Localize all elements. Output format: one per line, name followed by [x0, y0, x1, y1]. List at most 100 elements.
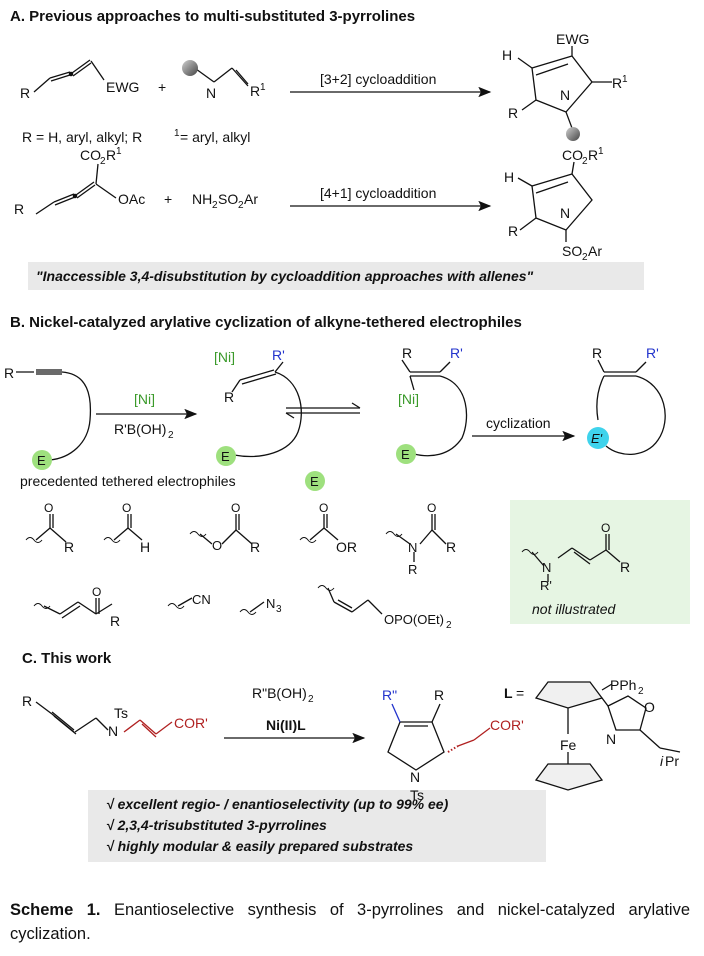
svg-text:H: H: [504, 169, 514, 185]
section-c-substrate: [35, 701, 109, 735]
svg-text:R: R: [250, 83, 260, 99]
electrophile-circles: [32, 427, 609, 491]
svg-text:R: R: [612, 75, 622, 91]
svg-text:COR': COR': [174, 715, 208, 731]
svg-text:E: E: [221, 449, 230, 464]
svg-text:Pr: Pr: [665, 753, 679, 769]
svg-text:[Ni]: [Ni]: [398, 391, 419, 407]
svg-text:R: R: [434, 687, 444, 703]
svg-text:OPO(OEt): OPO(OEt): [384, 612, 444, 627]
imine-structure: [195, 67, 249, 87]
svg-text:R: R: [106, 147, 116, 163]
scheme-drawing: R EWG + N R1 [3+2] cycloaddition EWG H R…: [4, 31, 681, 803]
section-b-title: B. Nickel-catalyzed arylative cyclizatio…: [10, 314, 522, 331]
svg-text:R: R: [14, 201, 24, 217]
reagent-ni: [Ni]: [134, 391, 155, 407]
svg-text:1: 1: [622, 74, 628, 85]
svg-text:N: N: [560, 205, 570, 221]
svg-text:COR': COR': [490, 717, 524, 733]
svg-text:R: R: [64, 539, 74, 555]
svg-text:N: N: [108, 723, 118, 739]
svg-text:3: 3: [276, 604, 282, 615]
svg-text:N: N: [410, 769, 420, 785]
svg-text:EWG: EWG: [556, 31, 589, 47]
svg-text:N: N: [206, 85, 216, 101]
e-prime-circle: [587, 427, 609, 449]
svg-text:O: O: [644, 699, 655, 715]
label-cyclization: cyclization: [486, 415, 551, 431]
svg-text:E: E: [37, 453, 46, 468]
svg-text:1: 1: [116, 146, 122, 157]
allyl-phosphate-fragment: [317, 585, 383, 615]
section-c-product-sidechain: [447, 727, 491, 753]
alkyne-substrate: [16, 369, 92, 461]
solid-support-ball-2: [566, 127, 580, 141]
svg-text:R: R: [508, 223, 518, 239]
svg-text:SO: SO: [218, 191, 238, 207]
not-illustrated-label: not illustrated: [532, 601, 616, 617]
svg-text:H: H: [502, 47, 512, 63]
allene-ewg-structure: [33, 59, 105, 93]
azide-fragment: [239, 601, 265, 615]
svg-text:E: E: [310, 474, 319, 489]
svg-text:R: R: [224, 389, 234, 405]
section-c-product: [387, 703, 445, 771]
svg-text:R': R': [272, 347, 285, 363]
svg-text:R: R: [508, 105, 518, 121]
svg-text:O: O: [231, 501, 240, 515]
cyclized-product: [596, 359, 666, 456]
svg-text:2: 2: [212, 200, 218, 211]
label-41-cycloaddition: [4+1] cycloaddition: [320, 185, 436, 201]
section-a-title: A. Previous approaches to multi-substitu…: [10, 8, 416, 25]
enaminone-fragment: [521, 534, 621, 582]
svg-text:R: R: [250, 539, 260, 555]
svg-text:Ts: Ts: [410, 787, 424, 803]
ester-o-fragment: [189, 514, 253, 545]
svg-text:1: 1: [598, 146, 604, 157]
svg-text:E': E': [591, 431, 603, 446]
svg-text:2: 2: [100, 156, 106, 167]
svg-text:1: 1: [260, 82, 266, 93]
svg-text:O: O: [92, 585, 101, 599]
label-32-cycloaddition: [3+2] cycloaddition: [320, 71, 436, 87]
advantage-1: √ excellent regio- / enantioselectivity …: [106, 796, 449, 812]
svg-text:O: O: [427, 501, 436, 515]
e-circle-2: [216, 446, 236, 466]
svg-text:R = H, aryl, alkyl; R: R = H, aryl, alkyl; R: [22, 129, 142, 145]
svg-text:R": R": [382, 687, 397, 703]
svg-text:O: O: [122, 501, 131, 515]
svg-text:R: R: [620, 559, 630, 575]
svg-text:2: 2: [582, 156, 588, 167]
svg-text:Ar: Ar: [588, 243, 602, 259]
r-definition-sup: 1: [174, 128, 180, 139]
advantages-box: √ excellent regio- / enantioselectivity …: [88, 790, 546, 862]
svg-text:2: 2: [168, 430, 174, 441]
vinyl-nickel-intermediate-1: [231, 361, 302, 458]
svg-text:+: +: [164, 191, 172, 207]
svg-text:R: R: [588, 147, 598, 163]
svg-text:R': R': [540, 578, 552, 593]
svg-text:2: 2: [638, 686, 644, 697]
svg-text:N: N: [542, 560, 551, 575]
amide-fragment: [385, 514, 447, 562]
svg-text:R: R: [592, 345, 602, 361]
svg-text:R: R: [20, 85, 30, 101]
ketone-fragment: [25, 514, 67, 543]
enone-fragment: [33, 598, 113, 619]
inaccessible-note: "Inaccessible 3,4-disubstitution by cycl…: [28, 262, 644, 290]
advantage-3: √ highly modular & easily prepared subst…: [106, 838, 414, 854]
svg-text:N: N: [560, 87, 570, 103]
svg-text:Ts: Ts: [114, 705, 128, 721]
e-circle-legend: [305, 471, 325, 491]
svg-text:N: N: [266, 596, 275, 611]
reagent-c-catalyst: Ni(II)L: [266, 717, 306, 733]
solid-support-ball-1: [182, 60, 198, 76]
e-circle-3: [396, 444, 416, 464]
svg-text:=: =: [516, 685, 524, 701]
svg-text:+: +: [158, 79, 166, 95]
caption-label: Scheme 1.: [10, 901, 101, 919]
advantage-2: √ 2,3,4-trisubstituted 3-pyrrolines: [106, 817, 327, 833]
svg-text:R: R: [446, 539, 456, 555]
svg-text:O: O: [44, 501, 53, 515]
ester-fragment: [299, 514, 339, 543]
